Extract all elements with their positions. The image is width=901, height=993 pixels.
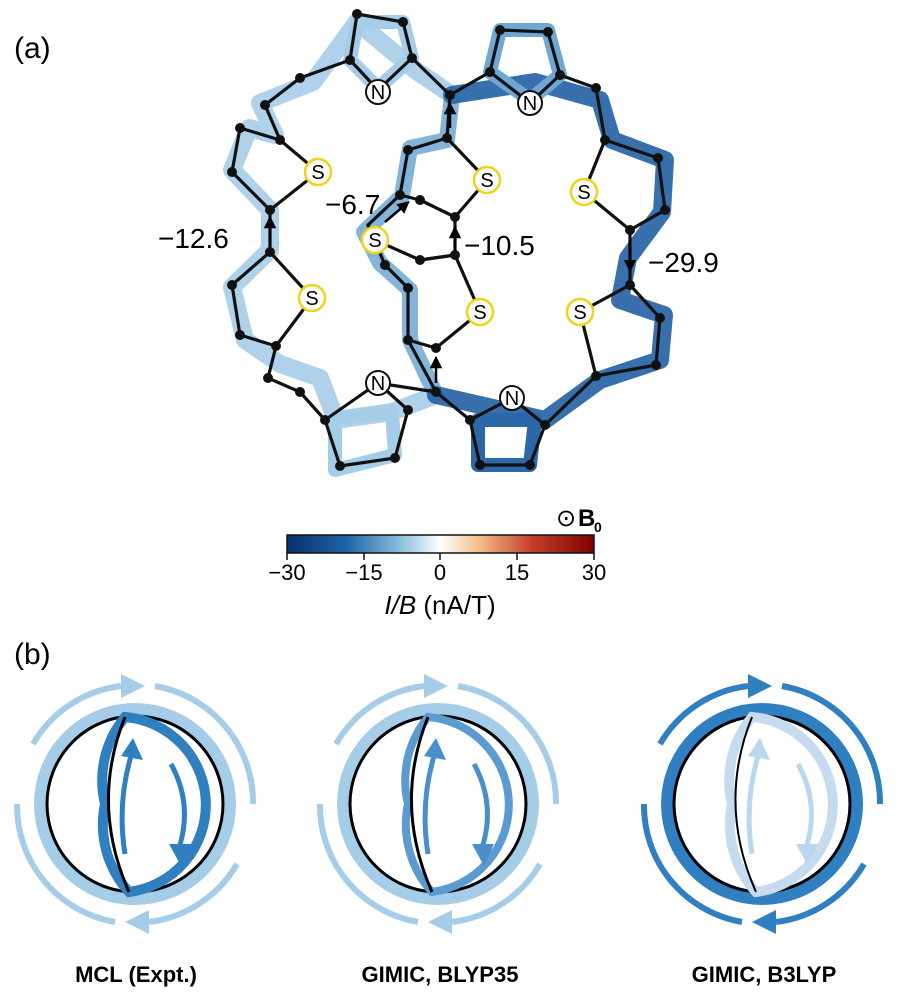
inner-arrow-right	[795, 762, 814, 849]
sulfur-atom: S	[465, 297, 495, 327]
current-value-inner-upper: −6.7	[325, 189, 380, 220]
outer-ring	[661, 703, 863, 905]
colorbar-gradient	[286, 534, 595, 554]
magnetic-field-label: ⊙ B 0	[556, 505, 602, 535]
current-value-inner-lower: −10.5	[464, 230, 535, 261]
inner-thiophene-lower	[406, 253, 482, 350]
svg-text:S: S	[573, 302, 586, 324]
colorbar-tick-label: −30	[268, 560, 305, 585]
pyrrole-top-right	[488, 28, 562, 105]
inner-arrow-right	[168, 762, 187, 849]
outer-arc-top-right	[781, 683, 884, 805]
nitrogen-atom: N	[517, 90, 543, 116]
outer-arc-bottom-left	[13, 803, 116, 925]
svg-text:S: S	[577, 182, 590, 204]
nitrogen-atom: N	[499, 385, 525, 411]
svg-text:⊙: ⊙	[556, 505, 576, 532]
outer-arrow-bottom	[775, 862, 867, 925]
outer-arc-bottom-left	[316, 803, 419, 925]
outer-arrow-top	[333, 683, 425, 746]
svg-text:N: N	[371, 373, 385, 395]
scheme-caption: GIMIC, BLYP35	[362, 962, 519, 987]
sulfur-atom: S	[297, 283, 327, 313]
right-loop-halo	[427, 73, 674, 429]
colorbar-tick-label: −15	[345, 560, 382, 585]
molecule: N N N N S S	[158, 9, 719, 477]
pyrrole-bottom-left	[323, 381, 410, 468]
svg-text:N: N	[371, 82, 385, 104]
pyrrole-bottom-right-halo	[471, 413, 542, 472]
carbon-atoms	[227, 9, 670, 471]
inner-arrow-left	[746, 755, 761, 855]
inner-arrow-right	[471, 762, 490, 849]
colorbar-tick-label: 30	[582, 560, 606, 585]
divider-line	[107, 716, 131, 893]
svg-text:N: N	[523, 93, 537, 115]
svg-text:0: 0	[594, 519, 602, 535]
sulfur-atom: S	[360, 225, 390, 255]
outer-ring	[337, 703, 539, 905]
current-value-left: −12.6	[158, 223, 229, 254]
sulfur-atom: S	[565, 297, 595, 327]
sulfur-atom: S	[472, 165, 502, 195]
scheme-blyp35	[316, 674, 560, 934]
svg-text:S: S	[368, 230, 381, 252]
outer-arrow-bottom	[451, 862, 543, 925]
panel-label-a: (a)	[14, 32, 51, 65]
divider-line	[734, 716, 757, 893]
scheme-caption: MCL (Expt.)	[75, 962, 197, 987]
outer-ring	[34, 703, 236, 905]
current-arrows	[263, 101, 637, 383]
sulfur-atom: S	[303, 157, 333, 187]
outer-arc-bottom-left	[640, 803, 743, 925]
svg-text:S: S	[305, 288, 318, 310]
colorbar: −30 −15 0 15 30 I/B (nA/T)	[268, 534, 606, 620]
colorbar-axis-label: I/B (nA/T)	[384, 590, 495, 620]
outer-arrow-top	[30, 683, 122, 746]
svg-text:S: S	[473, 302, 486, 324]
panel-label-b: (b)	[14, 638, 51, 671]
sulfur-atom: S	[569, 177, 599, 207]
divider-line	[410, 716, 434, 893]
inner-arrow-left	[422, 755, 437, 855]
nitrogen-atoms: N N N N	[365, 79, 543, 411]
right-segment	[724, 711, 838, 898]
sulfur-atoms: S S S S S S S	[297, 157, 599, 327]
pyrrole-bottom-right	[468, 396, 547, 467]
inner-arrow-left	[119, 755, 134, 855]
svg-text:B: B	[578, 505, 595, 532]
right-segment	[97, 711, 211, 898]
pyrrole-top-left	[348, 12, 414, 92]
outer-arc-top-right	[457, 683, 560, 805]
outer-arc-top-right	[154, 683, 257, 805]
arrow-inner-upper	[384, 200, 410, 223]
colorbar-tick-label: 0	[434, 560, 446, 585]
right-segment	[401, 712, 513, 897]
outer-arrow-bottom	[148, 862, 240, 925]
scheme-caption: GIMIC, B3LYP	[692, 962, 837, 987]
nitrogen-atom: N	[365, 79, 391, 105]
outer-arrow-top	[657, 683, 749, 746]
current-value-right: −29.9	[648, 247, 719, 278]
colorbar-ticks	[286, 553, 595, 560]
colorbar-tick-label: 15	[505, 560, 529, 585]
svg-text:S: S	[311, 162, 324, 184]
svg-text:N: N	[505, 388, 519, 410]
nitrogen-atom: N	[365, 370, 391, 396]
scheme-b3lyp	[640, 674, 884, 934]
svg-text:S: S	[480, 170, 493, 192]
scheme-mcl	[13, 674, 257, 934]
